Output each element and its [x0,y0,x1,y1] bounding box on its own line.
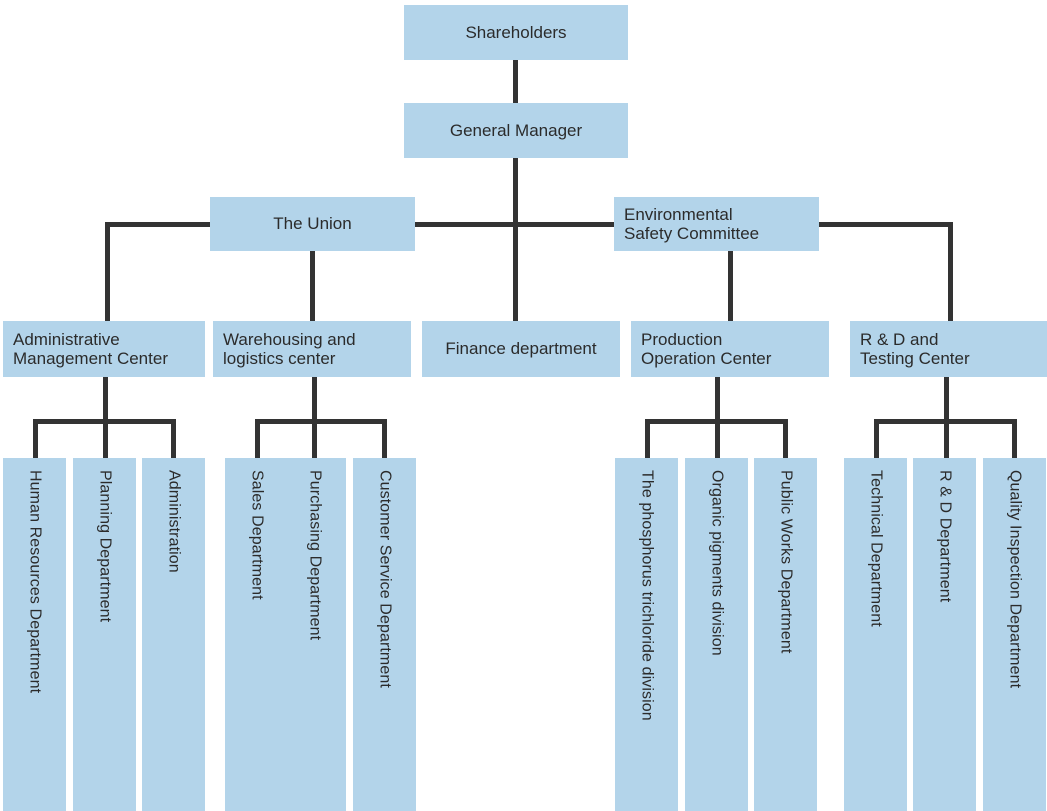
leaf-purchasing-department[interactable]: Purchasing Department [283,458,346,811]
node-environmental-safety-committee-label: Environmental Safety Committee [624,204,760,243]
connector-rd-center-drop-2 [944,419,949,458]
connector-warehousing-center-drop-1 [255,419,260,458]
leaf-technical-department[interactable]: Technical Department [844,458,907,811]
leaf-phosphorus-trichloride-division[interactable]: The phosphorus trichloride division [615,458,678,811]
node-general-manager[interactable]: General Manager [404,103,628,158]
connector-tier2-bus-right [818,222,953,227]
connector-tier2-bus-middle [413,222,616,227]
leaf-organic-pigments-division-label: Organic pigments division [708,470,726,656]
connector-production-center-drop-1 [645,419,650,458]
connector-rd-center-drop-1 [874,419,879,458]
leaf-planning-department-label: Planning Department [96,470,114,623]
connector-administrative-center-drop-3 [171,419,176,458]
connector-warehousing-center-drop-3 [382,419,387,458]
node-warehousing-logistics-center-label: Warehousing and logistics center [223,329,356,368]
leaf-customer-service-department-label: Customer Service Department [376,470,394,688]
node-administrative-management-center[interactable]: Administrative Management Center [3,321,205,377]
connector-administrative-center-stem [103,377,108,424]
leaf-sales-department-label: Sales Department [248,470,266,600]
connector-warehousing-center-drop-2 [312,419,317,458]
leaf-sales-department[interactable]: Sales Department [225,458,288,811]
leaf-rd-department-label: R & D Department [936,470,954,603]
node-shareholders[interactable]: Shareholders [404,5,628,60]
node-rd-testing-center-label: R & D and Testing Center [860,329,970,368]
leaf-planning-department[interactable]: Planning Department [73,458,136,811]
node-the-union-label: The Union [273,214,352,234]
node-finance-department-label: Finance department [445,339,597,359]
leaf-human-resources-department-label: Human Resources Department [26,470,44,694]
leaf-organic-pigments-division[interactable]: Organic pigments division [685,458,748,811]
connector-production-center-stem [715,377,720,424]
connector-tier2-bus-left [105,222,211,227]
leaf-rd-department[interactable]: R & D Department [913,458,976,811]
leaf-quality-inspection-department[interactable]: Quality Inspection Department [983,458,1046,811]
node-environmental-safety-committee[interactable]: Environmental Safety Committee [614,197,819,251]
node-administrative-management-center-label: Administrative Management Center [13,329,168,368]
connector-bus-to-rd-testing-center [948,222,953,321]
connector-general-manager-trunk [513,158,518,321]
node-general-manager-label: General Manager [449,120,583,140]
leaf-public-works-department-label: Public Works Department [777,470,795,654]
leaf-customer-service-department[interactable]: Customer Service Department [353,458,416,811]
connector-rd-center-stem [944,377,949,424]
node-production-operation-center[interactable]: Production Operation Center [631,321,829,377]
leaf-quality-inspection-department-label: Quality Inspection Department [1006,470,1024,689]
leaf-purchasing-department-label: Purchasing Department [306,470,324,641]
connector-production-center-drop-3 [783,419,788,458]
node-finance-department[interactable]: Finance department [422,321,620,377]
leaf-human-resources-department[interactable]: Human Resources Department [3,458,66,811]
node-warehousing-logistics-center[interactable]: Warehousing and logistics center [213,321,411,377]
connector-bus-to-administrative-center [105,222,110,321]
node-rd-testing-center[interactable]: R & D and Testing Center [850,321,1047,377]
connector-warehousing-center-bus [255,419,387,424]
connector-rd-center-drop-3 [1012,419,1017,458]
connector-production-center-drop-2 [715,419,720,458]
node-production-operation-center-label: Production Operation Center [641,329,772,368]
connector-administrative-center-drop-2 [103,419,108,458]
leaf-administration-label: Administration [165,470,183,573]
connector-union-to-warehousing-center [310,251,315,321]
leaf-phosphorus-trichloride-division-label: The phosphorus trichloride division [638,470,656,721]
node-the-union[interactable]: The Union [210,197,415,251]
leaf-administration[interactable]: Administration [142,458,205,811]
leaf-technical-department-label: Technical Department [867,470,885,627]
connector-administrative-center-drop-1 [33,419,38,458]
connector-shareholders-to-general-manager [513,60,518,104]
connector-esc-to-production-center [728,251,733,321]
leaf-public-works-department[interactable]: Public Works Department [754,458,817,811]
node-shareholders-label: Shareholders [465,22,567,42]
connector-warehousing-center-stem [312,377,317,424]
